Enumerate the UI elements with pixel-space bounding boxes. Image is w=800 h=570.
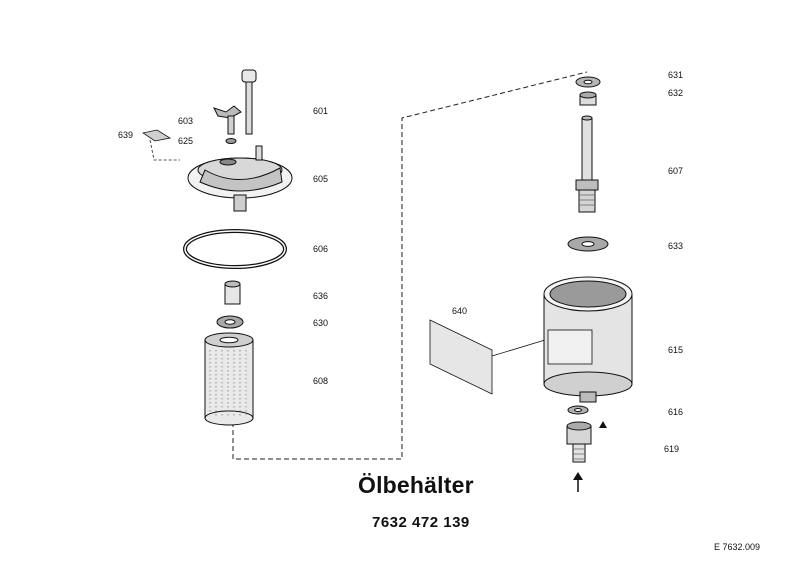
arrow-down-icon — [599, 421, 607, 428]
diagram-title: Ölbehälter — [358, 472, 474, 498]
label-616: 616 — [668, 407, 683, 417]
part-601-dipstick — [213, 69, 257, 144]
label-640: 640 — [452, 306, 467, 316]
label-601: 601 — [313, 106, 328, 116]
arrow-up-icon — [573, 472, 583, 492]
label-633: 633 — [668, 241, 683, 251]
label-636: 636 — [313, 291, 328, 301]
dashed-leader-639 — [149, 139, 180, 161]
part-616-washer — [567, 405, 589, 415]
label-608: 608 — [313, 376, 328, 386]
part-608-filter — [204, 332, 254, 426]
label-605: 605 — [313, 174, 328, 184]
label-630: 630 — [313, 318, 328, 328]
label-632: 632 — [668, 88, 683, 98]
part-633-washer — [567, 236, 609, 252]
part-615-reservoir — [543, 276, 633, 403]
part-631-washer — [575, 76, 601, 88]
part-640-label — [429, 319, 546, 395]
part-632-nut — [579, 91, 597, 106]
label-631: 631 — [668, 70, 683, 80]
label-615: 615 — [668, 345, 683, 355]
part-630-washer — [216, 315, 244, 329]
part-607-pipe — [575, 115, 599, 213]
label-607: 607 — [668, 166, 683, 176]
part-639-tab — [141, 129, 172, 142]
label-639: 639 — [118, 130, 133, 140]
part-number: 7632 472 139 — [372, 514, 470, 531]
reference-code: E 7632.009 — [714, 542, 761, 552]
part-636-bushing — [224, 280, 241, 305]
part-606-gasket — [183, 229, 287, 269]
label-625: 625 — [178, 136, 193, 146]
label-603: 603 — [178, 116, 193, 126]
part-619-bolt — [566, 421, 592, 463]
part-605-cover — [187, 145, 293, 212]
label-606: 606 — [313, 244, 328, 254]
label-619: 619 — [664, 444, 679, 454]
dashed-connection-line — [232, 71, 588, 460]
